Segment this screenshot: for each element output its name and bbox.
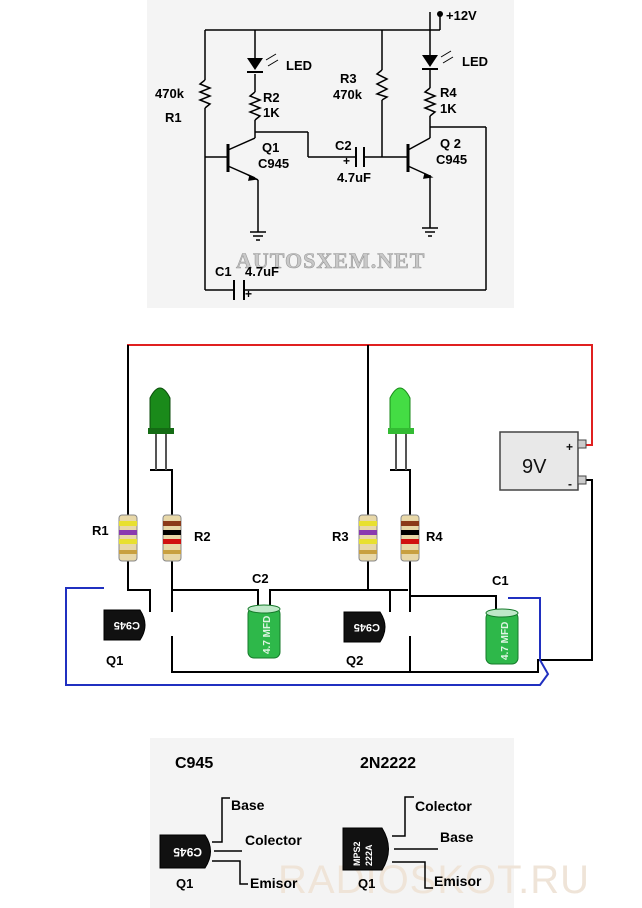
pinout-diagram: RADIOSKOT.RU C945 2N2222 C945 Base Colec… [150,738,590,908]
r4-name: R4 [440,85,457,100]
r2-name: R2 [263,90,280,105]
schematic-watermark: AUTOSXEM.NET [236,248,425,273]
2n2222-base-label: Base [440,829,474,845]
2n2222-marking-1: MPS2 [352,841,362,866]
led2-symbol [422,50,454,70]
led1-label: LED [286,58,312,73]
pinout-watermark: RADIOSKOT.RU [278,858,590,902]
2n2222-collector-label: Colector [415,798,472,814]
q1-name: Q1 [262,140,279,155]
schematic-wires [204,12,487,300]
r1-resistor-symbol [197,79,213,109]
r3-name: R3 [340,71,357,86]
r2-component [162,514,182,562]
pinout-background [150,738,514,908]
c1-name: C1 [215,264,232,279]
q2-marking: C945 [354,621,380,633]
blue-wire [65,587,550,686]
r4-resistor-symbol [422,87,438,117]
r1-value: 470k [155,86,185,101]
bb-r2-label: R2 [194,529,211,544]
breadboard-diagram: 4.7 MFD 4.7 MFD C945 C945 9V + - R1 R2 R [65,344,593,686]
q2-component: C945 [343,611,386,643]
q1-transistor-symbol [226,137,259,181]
black-wires [127,345,593,673]
r4-value: 1K [440,101,457,116]
2n2222-marking-2: 222A [364,844,374,866]
r2-value: 1K [263,105,280,120]
c945-base-label: Base [231,797,265,813]
2n2222-q-label: Q1 [358,876,375,891]
ground-symbols [250,227,438,241]
led1-component [148,387,174,470]
red-positive-wire [127,344,593,446]
c945-emitter-label: Emisor [250,875,298,891]
2n2222-title: 2N2222 [360,755,416,772]
c1-value: 4.7uF [245,264,279,279]
c2-name: C2 [335,138,352,153]
q1-part: C945 [258,156,289,171]
bb-c2-label: C2 [252,571,269,586]
battery-minus: - [568,477,572,491]
q2-name: Q 2 [440,136,461,151]
led1-symbol [247,53,279,73]
bb-q2-label: Q2 [346,653,363,668]
c2-value: 4.7uF [337,170,371,185]
c2-marking: 4.7 MFD [262,616,273,654]
c1-plus: + [245,287,252,301]
battery-9v: 9V + - [499,431,587,491]
2n2222-emitter-label: Emisor [434,873,482,889]
r3-value: 470k [333,87,363,102]
2n2222-transistor: MPS2 222A [342,796,438,889]
bb-r4-label: R4 [426,529,443,544]
c1-marking: 4.7 MFD [500,622,511,660]
r3-component [358,514,378,562]
r2-resistor-symbol [247,91,263,121]
r3-resistor-symbol [374,69,389,101]
c945-transistor: C945 [159,797,248,885]
bb-c1-label: C1 [492,573,509,588]
bb-q1-label: Q1 [106,653,123,668]
r1-component [118,514,138,562]
bb-r3-label: R3 [332,529,349,544]
q2-transistor-symbol [406,137,434,179]
c1-component: 4.7 MFD [485,608,519,665]
led2-component [388,387,414,470]
supply-label: +12V [446,8,477,23]
battery-label: 9V [522,456,547,478]
schematic-background [147,0,514,308]
battery-plus: + [566,440,573,454]
c2-plus: + [343,154,350,168]
c945-marking: C945 [173,845,202,859]
schematic-diagram: AUTOSXEM.NET +12V LED LED 470k R1 R2 1K … [147,0,514,308]
q2-part: C945 [436,152,467,167]
bb-r1-label: R1 [92,523,109,538]
c2-component: 4.7 MFD [247,604,281,659]
led2-label: LED [462,54,488,69]
c945-q-label: Q1 [176,876,193,891]
r4-component [400,514,420,562]
q1-marking: C945 [114,619,140,631]
q1-component: C945 [103,609,146,641]
schematic-resistors [197,69,438,121]
r1-name: R1 [165,110,182,125]
c945-collector-label: Colector [245,832,302,848]
c945-title: C945 [175,755,213,772]
